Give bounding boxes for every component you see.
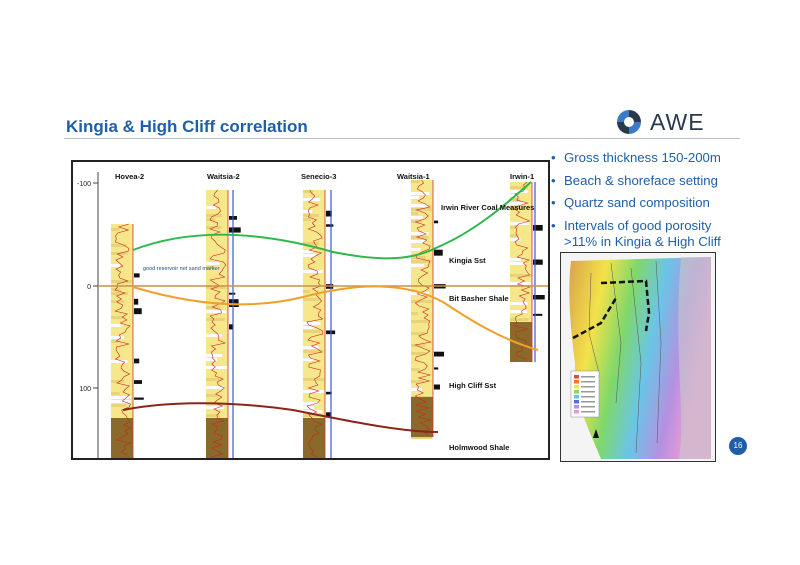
formation-label-bit-basher: Bit Basher Shale	[449, 294, 509, 303]
awe-logo-icon	[617, 110, 641, 134]
key-points-list: Gross thickness 150-200m Beach & shorefa…	[548, 150, 748, 256]
well-correlation-section: -100 0 100 Hovea-2 Waitsia-2 Senecio-3 W…	[77, 172, 548, 458]
well-label-senecio-3: Senecio-3	[301, 172, 336, 181]
well-label-waitsia-1: Waitsia-1	[397, 172, 430, 181]
reservoir-marker-annotation: good reservoir net sand marker	[143, 266, 220, 272]
formation-label-high-cliff: High Cliff Sst	[449, 381, 497, 390]
depth-tick-100: 100	[79, 386, 91, 393]
formation-label-holmwood: Holmwood Shale	[449, 443, 509, 452]
bullet-composition: Quartz sand composition	[548, 195, 748, 211]
well-label-irwin-1: Irwin-1	[510, 172, 534, 181]
well-correlation-panel: -100 0 100 Hovea-2 Waitsia-2 Senecio-3 W…	[71, 160, 550, 460]
depth-tick-0: 0	[87, 284, 91, 291]
location-map	[560, 252, 716, 462]
page-number: 16	[729, 437, 747, 455]
formation-label-kingia: Kingia Sst	[449, 256, 486, 265]
bullet-setting: Beach & shoreface setting	[548, 173, 748, 189]
bullet-porosity: Intervals of good porosity >11% in Kingi…	[548, 218, 748, 250]
depth-tick-minus100: -100	[77, 181, 91, 188]
svg-text:Irwin River Coal Measures: Irwin River Coal Measures	[441, 203, 534, 212]
bit-basher-correlation-line	[132, 285, 539, 351]
company-logo: AWE	[614, 106, 705, 138]
logo-text: AWE	[650, 108, 705, 135]
north-arrow-icon	[593, 429, 599, 438]
formation-label-irwin-river: Irwin River Coal Measures	[441, 203, 534, 212]
high-cliff-base-correlation-line	[122, 402, 439, 433]
basin-map-image	[561, 253, 715, 461]
title-divider	[64, 138, 740, 139]
well-label-hovea-2: Hovea-2	[115, 172, 144, 181]
well-label-waitsia-2: Waitsia-2	[207, 172, 240, 181]
bullet-gross-thickness: Gross thickness 150-200m	[548, 150, 748, 166]
slide-title: Kingia & High Cliff correlation	[66, 117, 308, 136]
kingia-top-correlation-line	[132, 181, 532, 260]
